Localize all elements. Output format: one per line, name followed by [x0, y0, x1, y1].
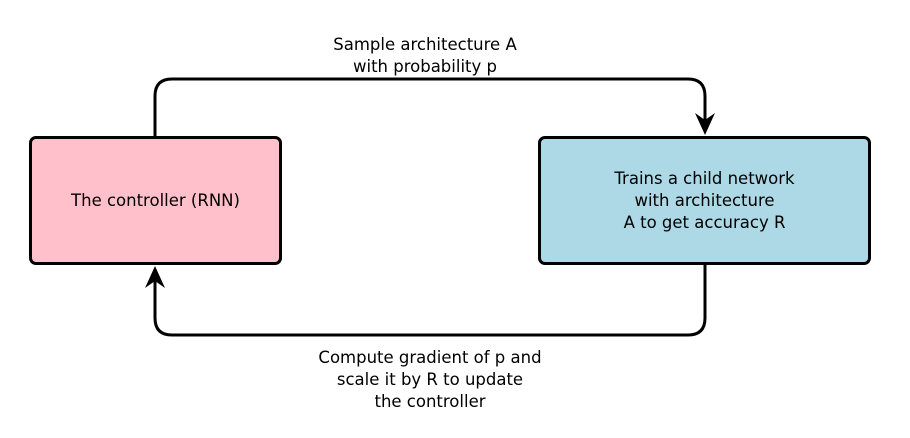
controller-node-label: The controller (RNN)	[71, 190, 240, 212]
arrow-update-path	[153, 265, 707, 337]
update-edge-label-line: scale it by R to update	[336, 370, 524, 389]
child-network-node-line: Trains a child network	[614, 168, 795, 188]
arrow-sample-head	[695, 113, 715, 135]
update-edge-label: Compute gradient of p and scale it by R …	[275, 347, 585, 413]
child-network-node-line: with architecture	[634, 190, 775, 210]
arrow-update-head	[145, 266, 165, 288]
sample-edge-label-line: with probability p	[352, 57, 497, 76]
child-network-node: Trains a child network with architecture…	[538, 136, 871, 265]
controller-node-line: The controller (RNN)	[71, 190, 240, 210]
controller-node: The controller (RNN)	[29, 136, 282, 265]
child-network-node-label: Trains a child network with architecture…	[614, 168, 794, 234]
update-edge-label-line: the controller	[374, 392, 486, 411]
sample-edge-label-line: Sample architecture A	[333, 35, 517, 54]
arrow-sample-path	[153, 77, 707, 136]
child-network-node-line: A to get accuracy R	[623, 212, 786, 232]
update-edge-label-line: Compute gradient of p and	[318, 348, 542, 367]
sample-edge-label: Sample architecture A with probability p	[280, 34, 570, 78]
